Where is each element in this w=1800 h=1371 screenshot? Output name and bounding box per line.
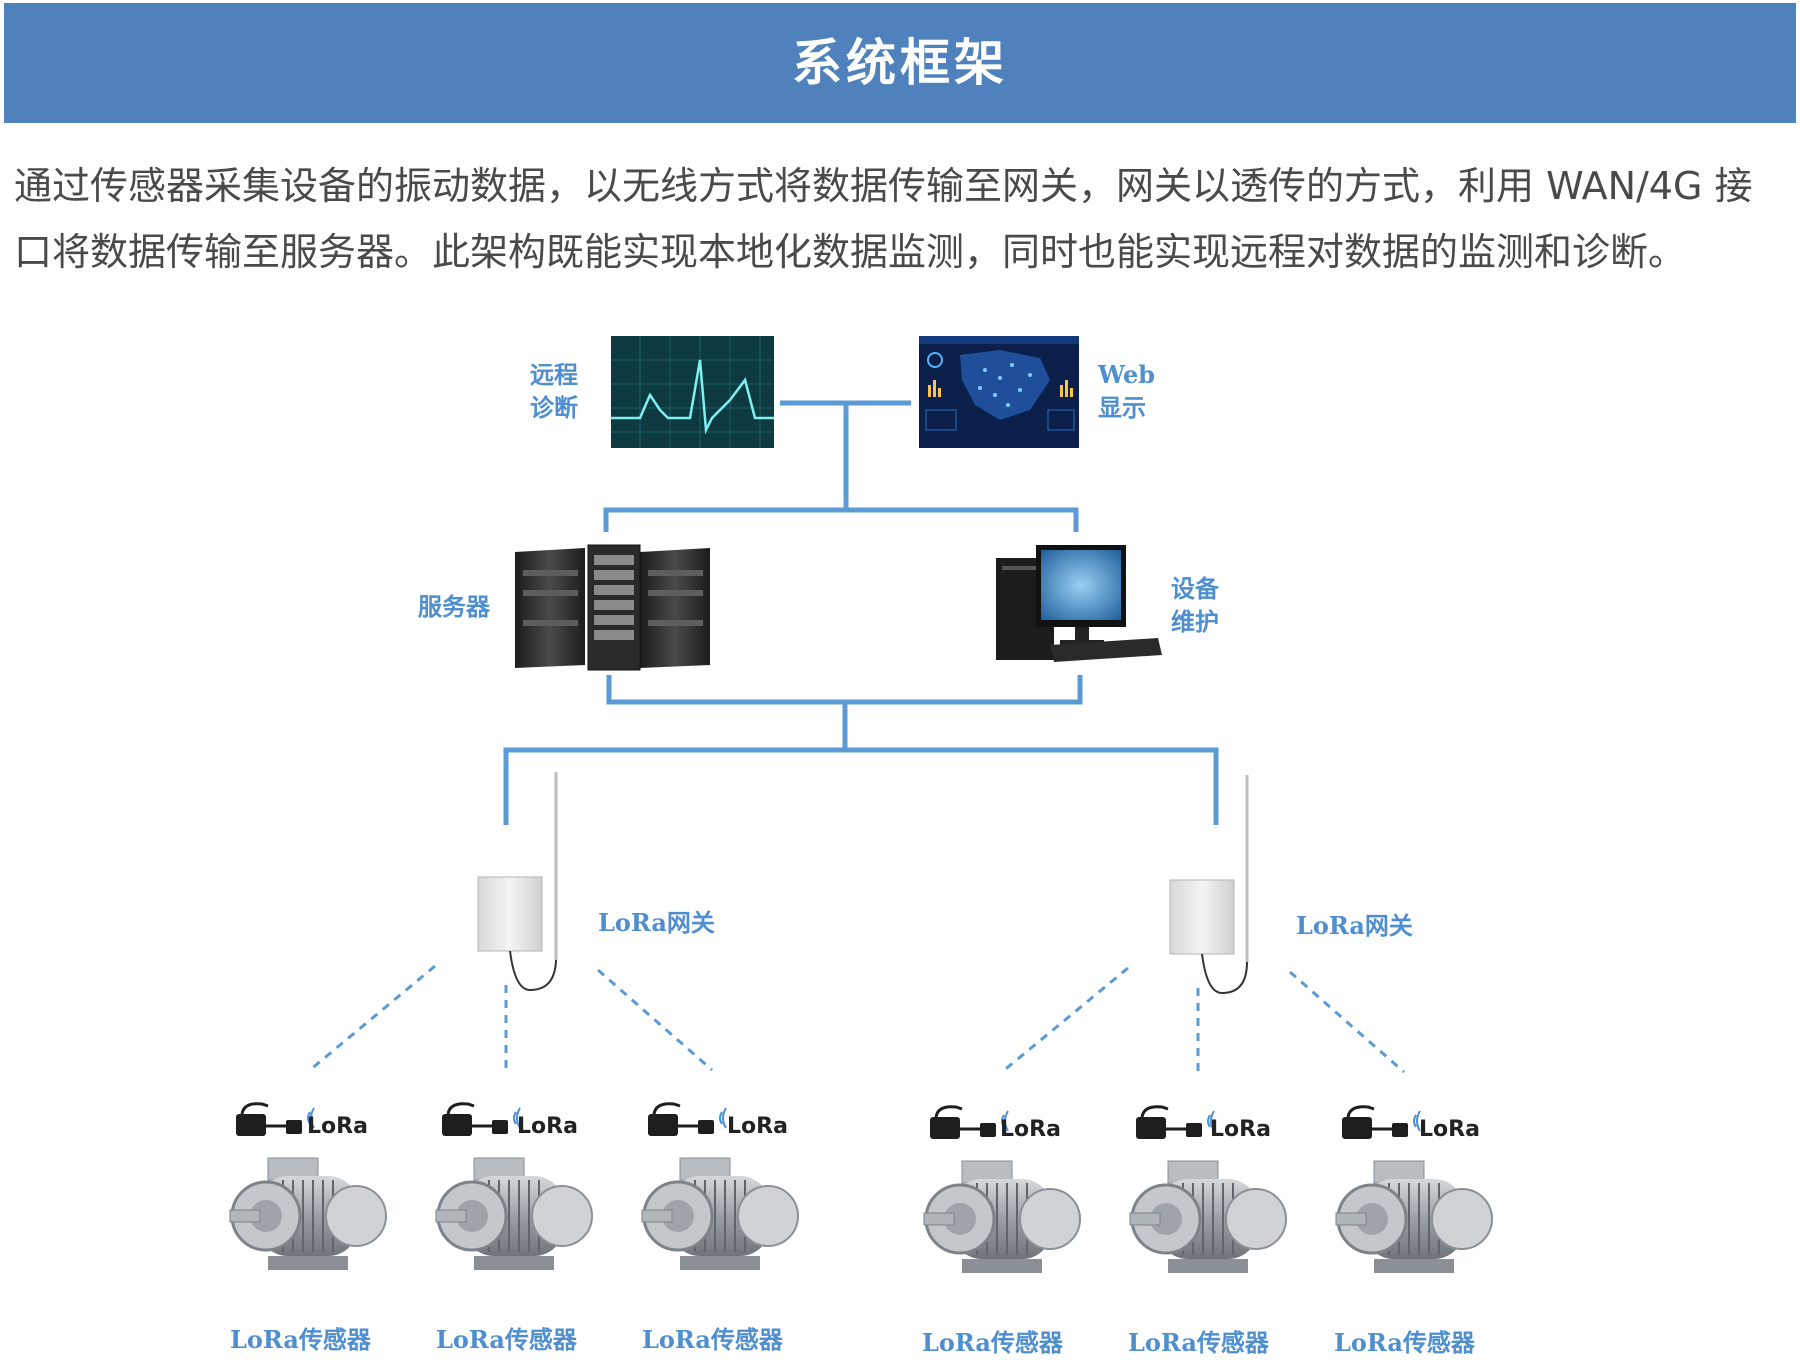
- header-banner: 系统框架: [4, 3, 1796, 123]
- maintenance-label: 设备 维护: [1171, 574, 1219, 636]
- lora-logo: LoRa: [1419, 1117, 1480, 1142]
- lora-logo: LoRa: [307, 1114, 368, 1139]
- connector-lines: [503, 400, 1219, 825]
- page-title: 系统框架: [792, 33, 1008, 92]
- sensor-label: LoRa传感器: [1128, 1328, 1269, 1357]
- lora-logo: LoRa: [727, 1114, 788, 1139]
- description-text: 通过传感器采集设备的振动数据，以无线方式将数据传输至网关，网关以透传的方式，利用…: [14, 164, 1753, 274]
- gateway-label: LoRa网关: [1296, 911, 1413, 940]
- ecg-monitor-icon: [611, 336, 774, 448]
- lora-logo: LoRa: [1210, 1117, 1271, 1142]
- gateway-label: LoRa网关: [598, 908, 715, 937]
- sensor-label: LoRa传感器: [922, 1328, 1063, 1357]
- lora-gateway-icon: [1169, 775, 1249, 995]
- sensor-label: LoRa传感器: [642, 1325, 783, 1354]
- wireless-links: [309, 964, 1405, 1074]
- remote-diagnosis-label: 远程 诊断: [530, 360, 578, 422]
- lora-gateway-icon: [477, 772, 558, 992]
- sensor-label: LoRa传感器: [1334, 1328, 1475, 1357]
- sensor-label: LoRa传感器: [230, 1325, 371, 1354]
- sensor-label: LoRa传感器: [436, 1325, 577, 1354]
- desktop-computer-icon: [996, 545, 1162, 662]
- lora-logo: LoRa: [1000, 1117, 1061, 1142]
- dashboard-map-icon: [919, 336, 1079, 448]
- server-label: 服务器: [418, 592, 490, 621]
- web-display-label: Web 显示: [1098, 360, 1156, 422]
- lora-logo: LoRa: [517, 1114, 578, 1139]
- server-rack-icon: [515, 544, 710, 671]
